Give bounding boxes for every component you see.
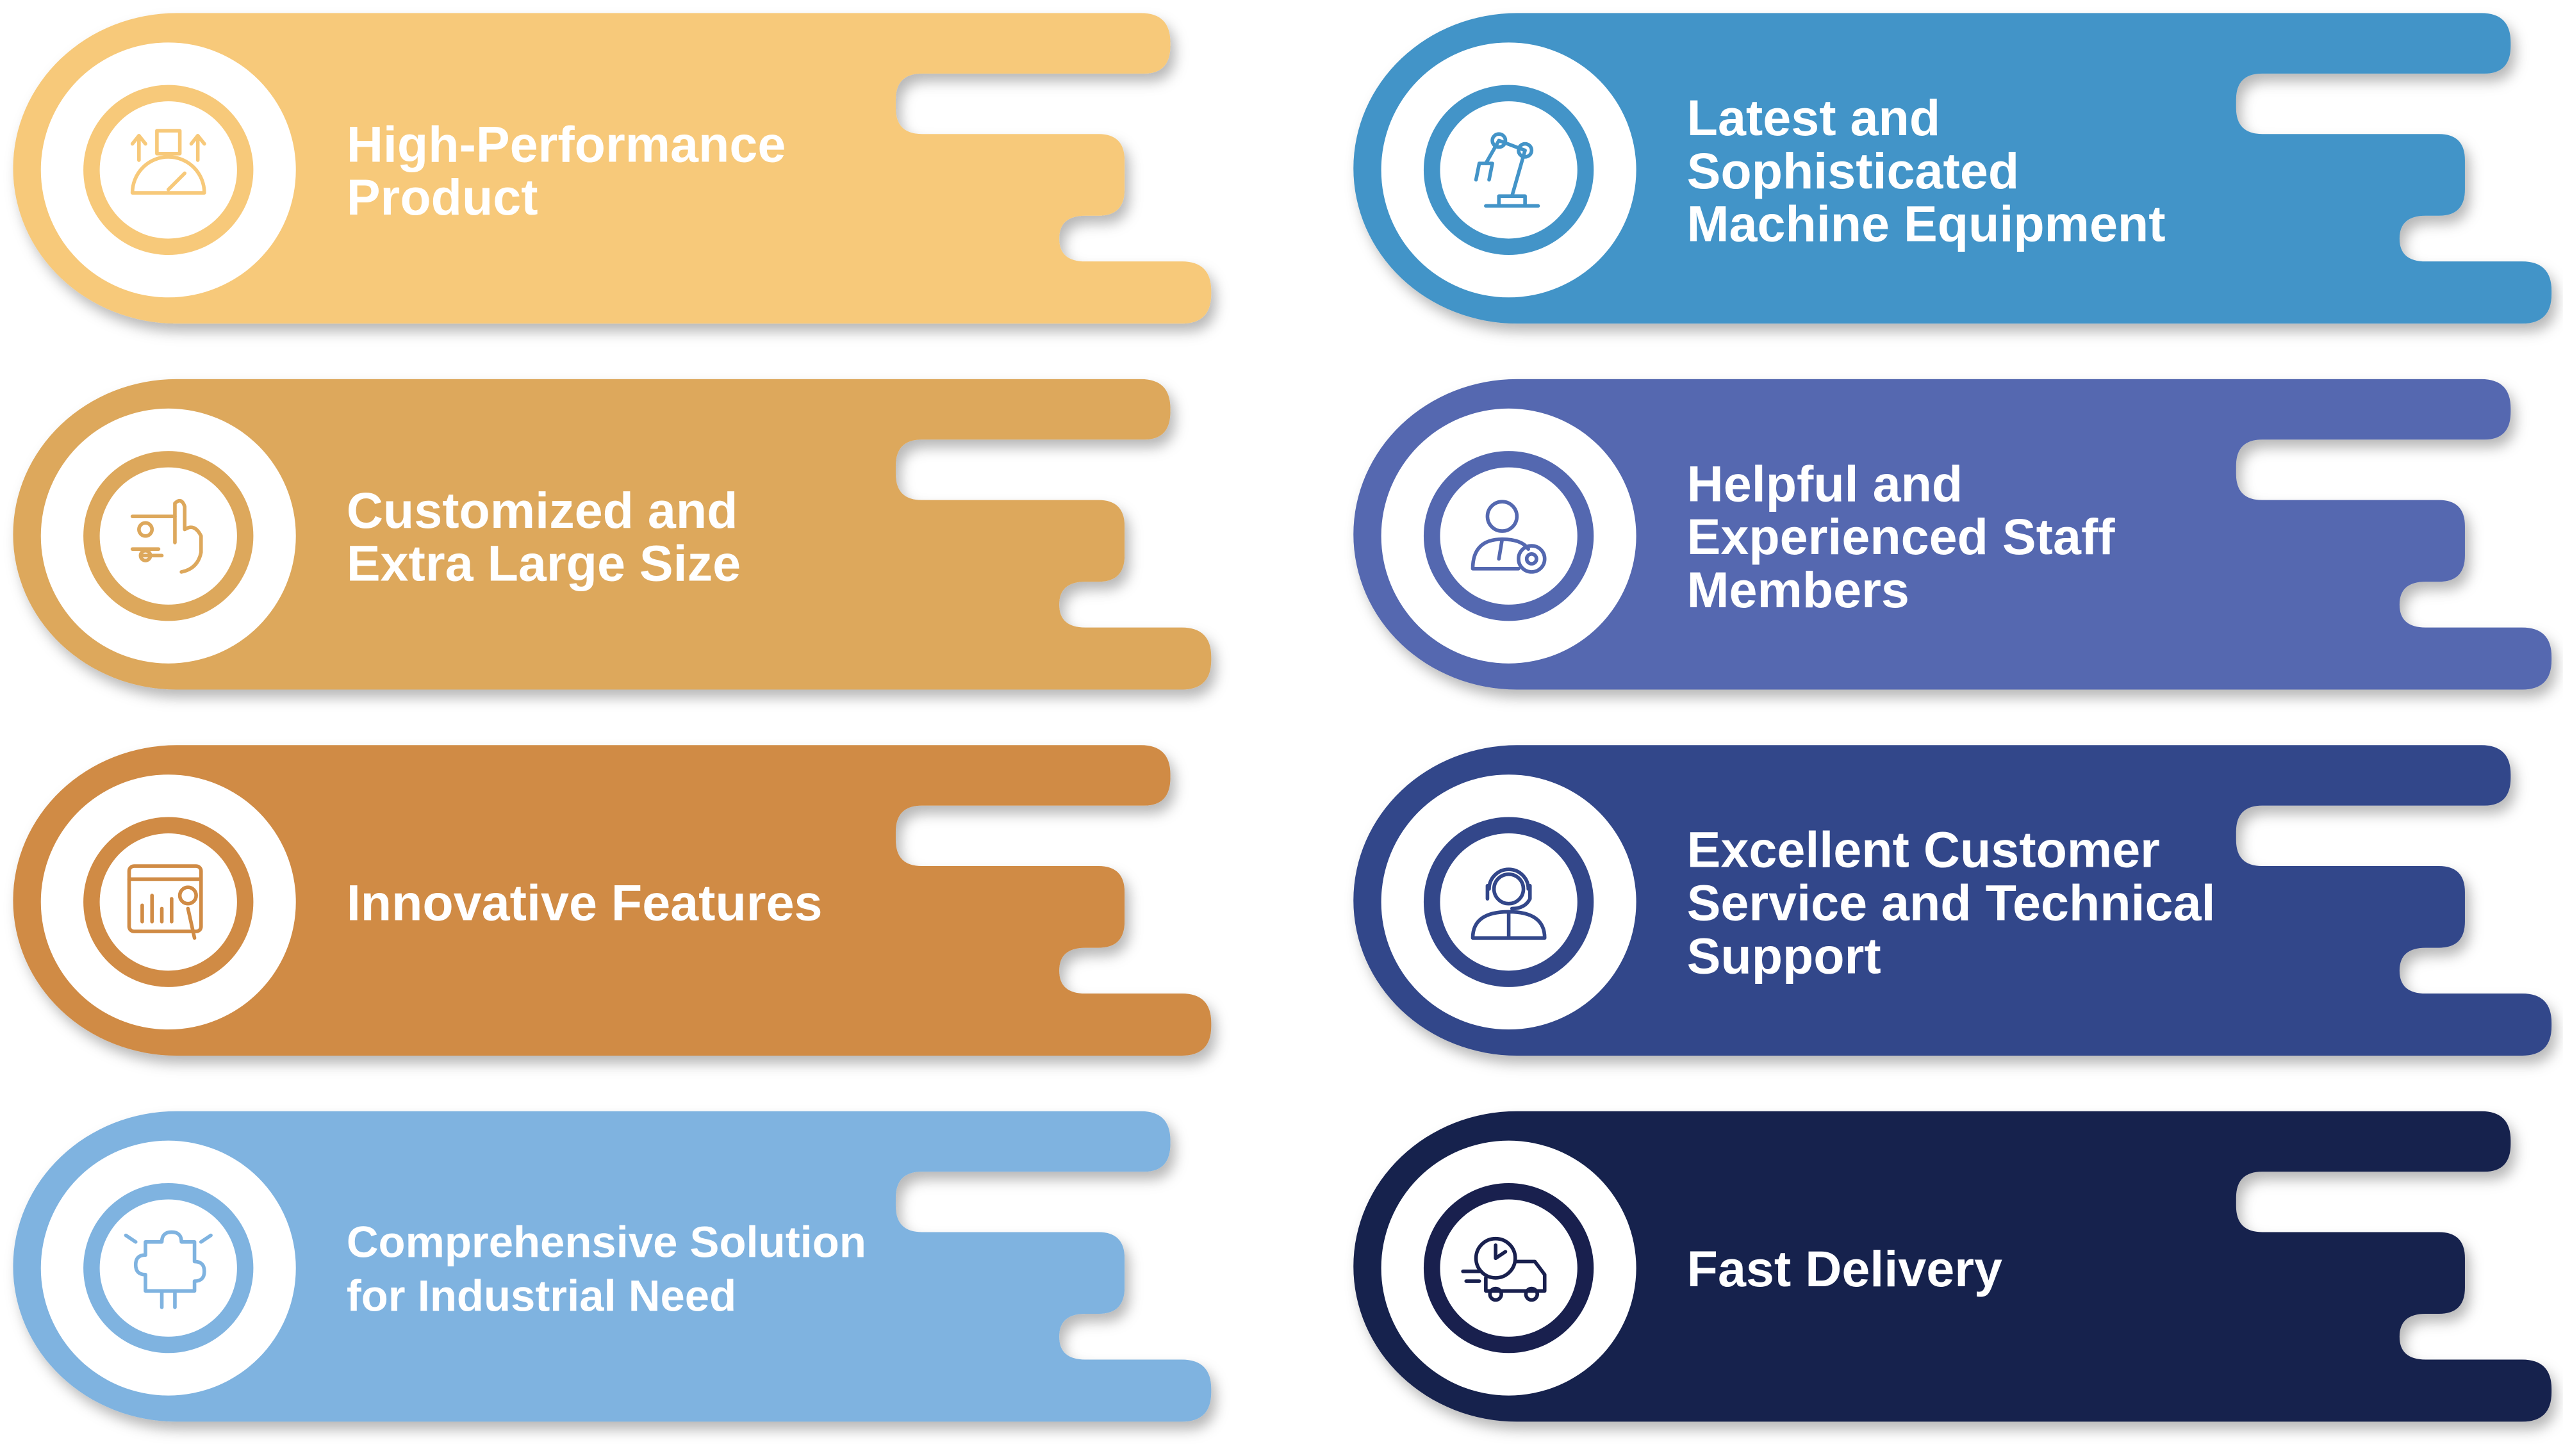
staff-gear-icon [1471, 500, 1547, 574]
card-title-line: Members [1687, 561, 1909, 618]
card-title-line: Fast Delivery [1687, 1240, 2002, 1297]
icon-badge [1381, 1140, 1636, 1396]
feature-card-innovative-features: Innovative Features [13, 745, 1212, 1056]
card-title-line: Innovative Features [347, 874, 823, 931]
icon-badge [1381, 408, 1636, 664]
card-title-line: Product [347, 168, 538, 225]
card-title-line: Machine Equipment [1687, 195, 2166, 252]
card-shape [1353, 1111, 2552, 1422]
card-shape [13, 379, 1212, 690]
puzzle-hand-icon [124, 1230, 213, 1309]
card-shape [13, 1111, 1212, 1422]
card-shape [1353, 379, 2552, 690]
dashboard-idea-icon [127, 864, 203, 940]
icon-badge [40, 1140, 296, 1396]
card-title-line: Excellent Customer [1687, 821, 2160, 878]
card-title-line: Service and Technical [1687, 874, 2216, 931]
card-shape [1353, 13, 2552, 324]
card-title: Innovative Features [347, 874, 823, 931]
card-title: Fast Delivery [1687, 1240, 2002, 1297]
card-title-line: Customized and [347, 482, 738, 539]
card-shape [13, 13, 1212, 324]
speedometer-box-icon [130, 129, 206, 195]
robot-arm-icon [1474, 132, 1540, 208]
icon-badge [1381, 42, 1636, 298]
card-title-line: for Industrial Need [347, 1272, 736, 1321]
truck-clock-icon [1461, 1236, 1547, 1302]
card-title-line: Comprehensive Solution [347, 1217, 866, 1266]
card-title-line: Sophisticated [1687, 142, 2019, 199]
card-title-line: Helpful and [1687, 455, 1963, 512]
card-title-line: High-Performance [347, 115, 786, 172]
feature-card-fast-delivery: Fast Delivery [1353, 1111, 2552, 1422]
card-title-line: Latest and [1687, 89, 1940, 146]
hand-slider-icon [130, 498, 203, 574]
card-title-line: Experienced Staff [1687, 508, 2116, 565]
icon-badge [40, 774, 296, 1030]
card-shape [1353, 745, 2552, 1056]
headset-agent-icon [1471, 867, 1547, 940]
card-title-line: Support [1687, 928, 1881, 985]
card-title: Comprehensive Solution for Industrial Nee… [347, 1217, 866, 1320]
card-shape [13, 745, 1212, 1056]
icon-badge [1381, 774, 1636, 1030]
icon-badge [40, 408, 296, 664]
feature-card-comprehensive-solution: Comprehensive Solution for Industrial Nee… [13, 1111, 1212, 1422]
icon-badge [40, 42, 296, 298]
card-title-line: Extra Large Size [347, 535, 741, 592]
